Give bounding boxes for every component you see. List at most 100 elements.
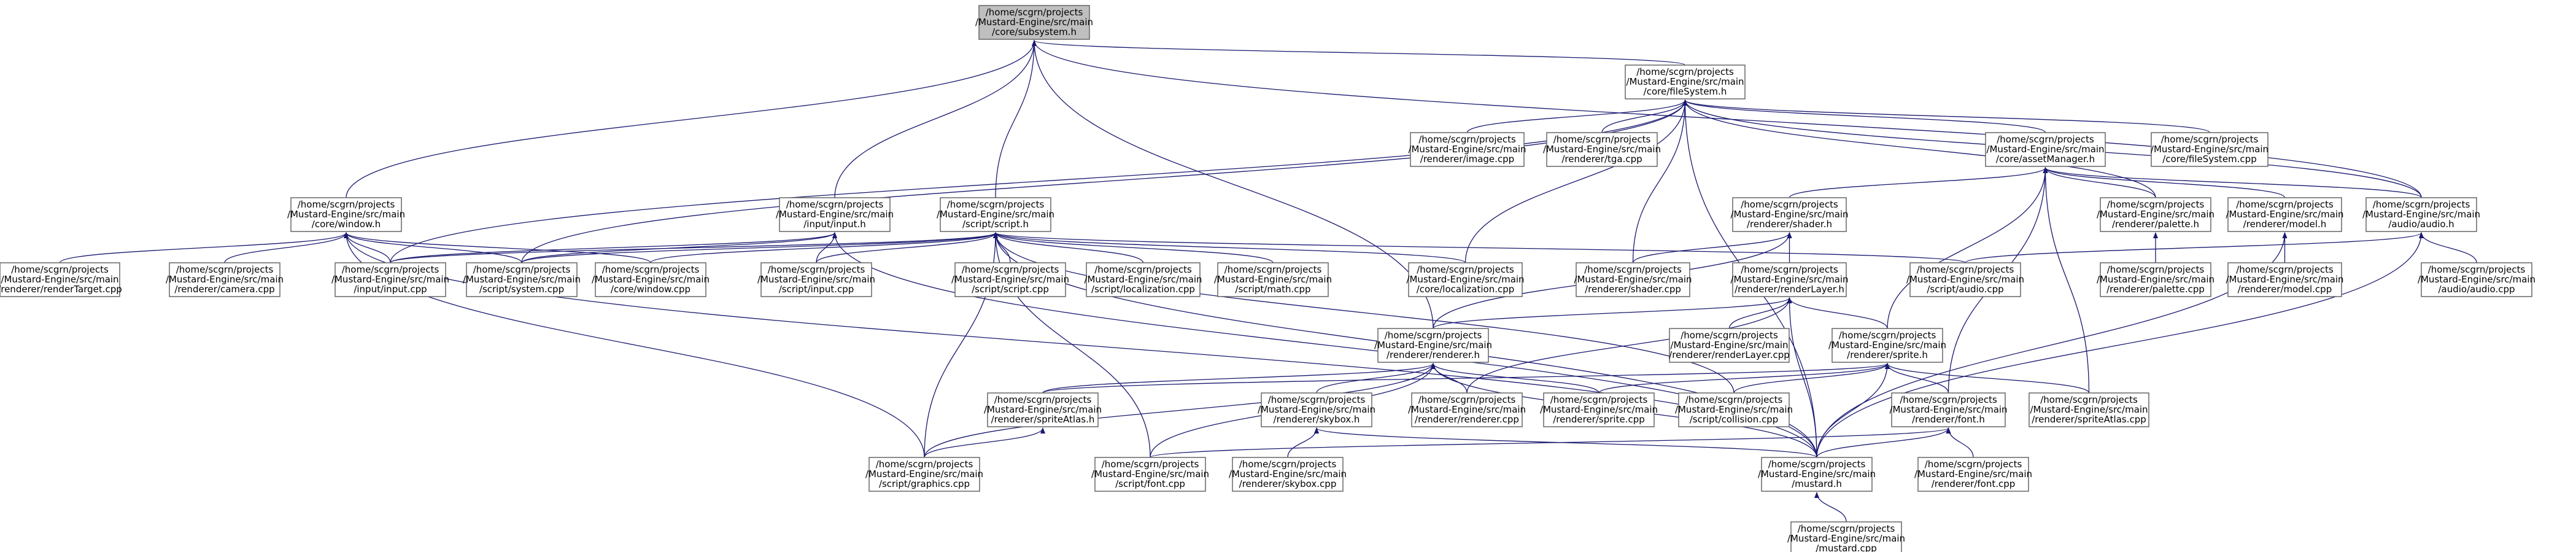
node-label-line: /mustard.cpp bbox=[1816, 543, 1877, 552]
node-label-line: /home/scgrn/projects bbox=[1584, 264, 1682, 275]
edge-shadercpp-to-shaderh bbox=[1632, 232, 1792, 263]
graph-node-rendererh[interactable]: /home/scgrn/projects/Mustard-Engine/src/… bbox=[1374, 328, 1492, 363]
graph-node-shaderh[interactable]: /home/scgrn/projects/Mustard-Engine/src/… bbox=[1730, 197, 1849, 232]
node-label-line: /script/script.cpp bbox=[972, 284, 1049, 295]
graph-node-skyboxh[interactable]: /home/scgrn/projects/Mustard-Engine/src/… bbox=[1258, 392, 1375, 427]
edge-skyboxcpp-to-skyboxh bbox=[1287, 427, 1319, 458]
graph-node-rlayerh[interactable]: /home/scgrn/projects/Mustard-Engine/src/… bbox=[1730, 262, 1849, 297]
node-box bbox=[2100, 197, 2211, 232]
node-label-line: /renderer/skybox.h bbox=[1274, 414, 1360, 425]
node-label-line: /renderer/skybox.cpp bbox=[1239, 478, 1337, 489]
graph-node-image[interactable]: /home/scgrn/projects/Mustard-Engine/src/… bbox=[1408, 132, 1526, 167]
node-label-line: /Mustard-Engine/src/main bbox=[1670, 340, 1788, 351]
edge-atlash-to-spriteh bbox=[1042, 363, 1890, 394]
node-box bbox=[2151, 132, 2269, 167]
node-label-line: /home/scgrn/projects bbox=[786, 199, 884, 210]
graph-node-filesystem[interactable]: /home/scgrn/projects/Mustard-Engine/src/… bbox=[1625, 64, 1746, 99]
graph-node-rendertarget[interactable]: /home/scgrn/projects/Mustard-Engine/src/… bbox=[0, 262, 122, 297]
node-label-line: /renderer/sprite.cpp bbox=[1553, 414, 1645, 425]
graph-node-mustardcpp[interactable]: /home/scgrn/projects/Mustard-Engine/src/… bbox=[1787, 521, 1905, 552]
node-box bbox=[2100, 262, 2211, 297]
graph-node-paletteh[interactable]: /home/scgrn/projects/Mustard-Engine/src/… bbox=[2097, 197, 2214, 232]
node-label-line: /home/scgrn/projects bbox=[876, 459, 973, 470]
edge-inputcpp-to-inputh bbox=[390, 232, 837, 263]
node-label-line: /renderer/renderLayer.h bbox=[1735, 284, 1844, 295]
graph-node-shadercpp[interactable]: /home/scgrn/projects/Mustard-Engine/src/… bbox=[1574, 262, 1692, 297]
node-label-line: /Mustard-Engine/src/main bbox=[865, 468, 983, 480]
edge-clocal-to-filesystem bbox=[1464, 99, 1688, 263]
graph-node-modelh[interactable]: /home/scgrn/projects/Mustard-Engine/src/… bbox=[2226, 197, 2344, 232]
node-label-line: /home/scgrn/projects bbox=[1418, 394, 1516, 405]
edge-inputh-to-subsystem bbox=[834, 40, 1037, 198]
graph-node-spritecpp[interactable]: /home/scgrn/projects/Mustard-Engine/src/… bbox=[1540, 392, 1658, 427]
graph-node-sfont[interactable]: /home/scgrn/projects/Mustard-Engine/src/… bbox=[1091, 457, 1209, 492]
edge-image-to-filesystem bbox=[1466, 99, 1688, 133]
graph-node-tga[interactable]: /home/scgrn/projects/Mustard-Engine/src/… bbox=[1543, 132, 1661, 167]
graph-node-mustardh[interactable]: /home/scgrn/projects/Mustard-Engine/src/… bbox=[1758, 457, 1876, 492]
node-label-line: /home/scgrn/projects bbox=[1839, 330, 1936, 341]
graph-node-modelcpp[interactable]: /home/scgrn/projects/Mustard-Engine/src/… bbox=[2226, 262, 2344, 297]
node-box bbox=[0, 262, 120, 297]
node-label-line: /home/scgrn/projects bbox=[1102, 459, 1199, 470]
graph-node-rfont[interactable]: /home/scgrn/projects/Mustard-Engine/src/… bbox=[1914, 457, 2032, 492]
graph-node-audioh[interactable]: /home/scgrn/projects/Mustard-Engine/src/… bbox=[2362, 197, 2480, 232]
graph-node-slocal[interactable]: /home/scgrn/projects/Mustard-Engine/src/… bbox=[1084, 262, 1202, 297]
graph-node-clocal[interactable]: /home/scgrn/projects/Mustard-Engine/src/… bbox=[1406, 262, 1525, 297]
graph-node-fonth[interactable]: /home/scgrn/projects/Mustard-Engine/src/… bbox=[1889, 392, 2008, 427]
graph-node-collision[interactable]: /home/scgrn/projects/Mustard-Engine/src/… bbox=[1675, 392, 1793, 427]
edge-modelh-to-assetmgr bbox=[2043, 167, 2286, 198]
graph-node-window[interactable]: /home/scgrn/projects/Mustard-Engine/src/… bbox=[287, 197, 405, 232]
node-label-line: /script/font.cpp bbox=[1115, 478, 1185, 489]
node-label-line: /Mustard-Engine/src/main bbox=[1828, 340, 1946, 351]
node-label-line: /script/collision.cpp bbox=[1690, 414, 1779, 425]
node-label-line: /script/input.cpp bbox=[779, 284, 854, 295]
node-label-line: /audio/audio.cpp bbox=[2438, 284, 2515, 295]
graph-node-assetmgr[interactable]: /home/scgrn/projects/Mustard-Engine/src/… bbox=[1985, 132, 2106, 167]
node-box bbox=[868, 457, 980, 492]
edge-window-to-subsystem bbox=[346, 40, 1037, 198]
graph-node-inputh[interactable]: /home/scgrn/projects/Mustard-Engine/src/… bbox=[776, 197, 894, 232]
node-box bbox=[2365, 197, 2477, 232]
graph-node-spriteh[interactable]: /home/scgrn/projects/Mustard-Engine/src/… bbox=[1828, 328, 1946, 363]
node-box bbox=[1377, 328, 1489, 363]
node-label-line: /Mustard-Engine/src/main bbox=[2097, 209, 2214, 220]
graph-node-smath[interactable]: /home/scgrn/projects/Mustard-Engine/src/… bbox=[1214, 262, 1332, 297]
node-label-line: /renderer/spriteAtlas.h bbox=[991, 414, 1095, 425]
node-label-line: /renderer/image.cpp bbox=[1420, 154, 1514, 165]
node-label-line: /home/scgrn/projects bbox=[1418, 134, 1516, 145]
graph-node-atlascpp[interactable]: /home/scgrn/projects/Mustard-Engine/src/… bbox=[2029, 392, 2149, 427]
node-box bbox=[290, 197, 402, 232]
node-box bbox=[2227, 262, 2342, 297]
node-label-line: /home/scgrn/projects bbox=[602, 264, 700, 275]
edge-camera-to-window bbox=[224, 232, 349, 263]
graph-node-saudio[interactable]: /home/scgrn/projects/Mustard-Engine/src/… bbox=[1906, 262, 2024, 297]
edge-mustardh-to-fonth bbox=[1816, 427, 1951, 458]
edge-spritecpp-to-spriteh bbox=[1598, 363, 1890, 394]
node-label-line: /script/audio.cpp bbox=[1927, 284, 2003, 295]
node-box bbox=[1761, 457, 1873, 492]
node-label-line: /home/scgrn/projects bbox=[1768, 459, 1866, 470]
graph-node-renderercpp[interactable]: /home/scgrn/projects/Mustard-Engine/src/… bbox=[1408, 392, 1526, 427]
graph-node-graphics[interactable]: /home/scgrn/projects/Mustard-Engine/src/… bbox=[865, 457, 983, 492]
node-label-line: /Mustard-Engine/src/main bbox=[1374, 340, 1492, 351]
graph-node-rlayercpp[interactable]: /home/scgrn/projects/Mustard-Engine/src/… bbox=[1669, 328, 1790, 363]
graph-node-windowcpp[interactable]: /home/scgrn/projects/Mustard-Engine/src/… bbox=[592, 262, 710, 297]
graph-node-audiocpp[interactable]: /home/scgrn/projects/Mustard-Engine/src/… bbox=[2418, 262, 2535, 297]
node-label-line: /script/localization.cpp bbox=[1091, 284, 1195, 295]
graph-node-systemcpp[interactable]: /home/scgrn/projects/Mustard-Engine/src/… bbox=[463, 262, 581, 297]
graph-node-palettecpp[interactable]: /home/scgrn/projects/Mustard-Engine/src/… bbox=[2097, 262, 2214, 297]
graph-node-camera[interactable]: /home/scgrn/projects/Mustard-Engine/src/… bbox=[166, 262, 284, 297]
node-label-line: /core/window.cpp bbox=[611, 284, 690, 295]
graph-node-sinputcpp[interactable]: /home/scgrn/projects/Mustard-Engine/src/… bbox=[757, 262, 875, 297]
graph-node-scriptcpp[interactable]: /home/scgrn/projects/Mustard-Engine/src/… bbox=[951, 262, 1069, 297]
graph-node-skyboxcpp[interactable]: /home/scgrn/projects/Mustard-Engine/src/… bbox=[1229, 457, 1347, 492]
node-label-line: /home/scgrn/projects bbox=[947, 199, 1045, 210]
graph-node-inputcpp[interactable]: /home/scgrn/projects/Mustard-Engine/src/… bbox=[331, 262, 449, 297]
graph-node-atlash[interactable]: /home/scgrn/projects/Mustard-Engine/src/… bbox=[984, 392, 1102, 427]
node-label-line: /Mustard-Engine/src/main bbox=[937, 209, 1054, 220]
graph-node-subsystem[interactable]: /home/scgrn/projects/Mustard-Engine/src/… bbox=[975, 5, 1093, 40]
graph-node-scripth[interactable]: /home/scgrn/projects/Mustard-Engine/src/… bbox=[937, 197, 1054, 232]
node-label-line: /home/scgrn/projects bbox=[1385, 330, 1482, 341]
graph-node-fscpp[interactable]: /home/scgrn/projects/Mustard-Engine/src/… bbox=[2151, 132, 2269, 167]
node-label-line: /Mustard-Engine/src/main bbox=[1406, 274, 1524, 285]
